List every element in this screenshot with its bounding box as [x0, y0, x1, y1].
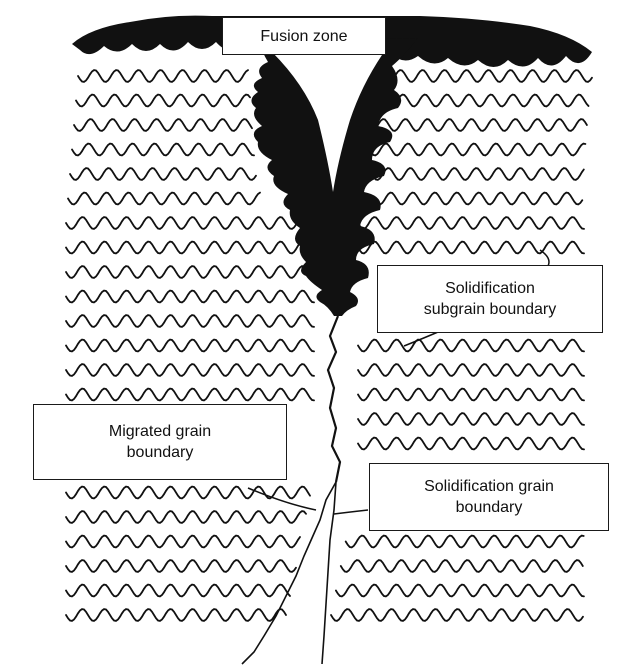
dendrite-row-right [358, 389, 584, 401]
dendrite-row-right [358, 242, 584, 254]
dendrite-row-left [66, 609, 286, 621]
dendrite-row-left [66, 266, 314, 278]
dendrite-row-left [78, 70, 248, 82]
dendrite-row-right [358, 364, 584, 376]
dendrite-row-left [74, 119, 252, 131]
subgrain-boundary-label-line1: Solidification [445, 278, 535, 299]
dendrite-row-right [367, 119, 587, 131]
dendrite-row-right [372, 168, 584, 180]
dendrite-row-right [358, 438, 584, 450]
solidification-grain-leader [334, 510, 368, 514]
dendrite-row-right [331, 609, 583, 621]
dendrite-row-left [66, 560, 296, 572]
dendrite-row-left [68, 193, 260, 205]
migrated-grain-boundary-label: Migrated grain boundary [33, 404, 287, 480]
subgrain-boundary-label-line2: subgrain boundary [424, 299, 557, 320]
dendrite-row-left [66, 389, 314, 401]
dendrite-row-left [66, 364, 314, 376]
dendrite-row-left [66, 585, 290, 597]
fusion-zone-label: Fusion zone [222, 17, 386, 55]
solidification-subgrain-boundary-line [328, 316, 340, 482]
migrated-boundary-leader [248, 488, 316, 510]
dendrite-row-right [358, 217, 584, 229]
migrated-grain-boundary-label-line1: Migrated grain [109, 421, 211, 442]
dendrite-row-left [66, 340, 314, 352]
dendrite-row-left [70, 168, 256, 180]
solidification-grain-boundary-label-line1: Solidification grain [424, 476, 554, 497]
dendrite-row-left [66, 511, 306, 523]
dendrite-row-left [66, 536, 300, 548]
dendrite-row-right [374, 193, 582, 205]
dendrite-row-left [76, 95, 250, 107]
dendrite-row-right [358, 413, 584, 425]
solidification-grain-boundary-line [322, 482, 336, 664]
dendrite-row-left [66, 487, 310, 499]
dendrite-row-right [358, 340, 584, 352]
subgrain-boundary-label: Solidification subgrain boundary [377, 265, 603, 333]
dendrite-row-left [66, 242, 314, 254]
subgrain-boundary-leader [404, 332, 438, 346]
dendrite-row-right [346, 536, 584, 548]
dendrite-row-right [341, 560, 583, 572]
solidification-grain-boundary-label-line2: boundary [456, 497, 523, 518]
fusion-zone-label-text: Fusion zone [260, 26, 347, 47]
dendrite-row-left [66, 291, 314, 303]
migrated-grain-boundary-line [242, 482, 336, 664]
dendrite-row-left [66, 315, 314, 327]
migrated-grain-boundary-label-line2: boundary [127, 442, 194, 463]
dendrite-row-left [72, 144, 254, 156]
solidification-grain-boundary-label: Solidification grain boundary [369, 463, 609, 531]
dendrite-row-right [369, 144, 585, 156]
dendrite-row-right [336, 585, 584, 597]
dendrite-row-left [66, 217, 314, 229]
